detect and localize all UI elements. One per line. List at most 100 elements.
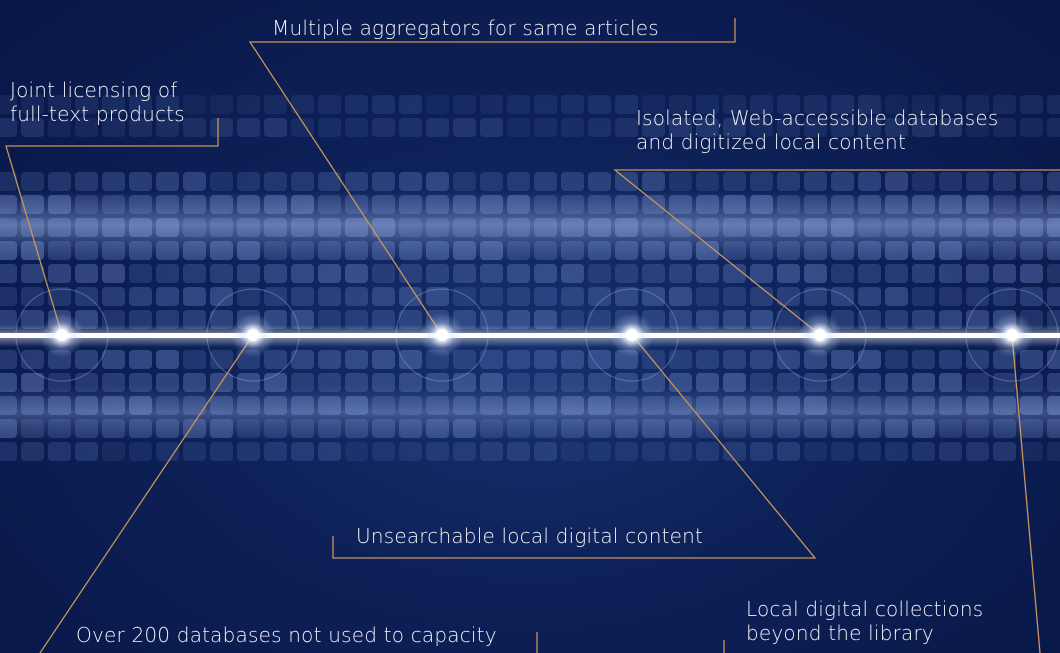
grid-tile <box>588 264 611 283</box>
grid-tile <box>777 287 800 306</box>
grid-tile <box>345 310 368 329</box>
grid-tile <box>858 310 881 329</box>
grid-tile <box>183 95 206 114</box>
grid-tile <box>426 95 449 114</box>
grid-tile <box>426 287 449 306</box>
grid-tile <box>642 95 665 114</box>
callout-line: Over 200 databases not used to capacity <box>76 623 497 647</box>
grid-tile <box>0 118 17 137</box>
grid-tile <box>507 172 530 191</box>
grid-tile <box>831 350 854 369</box>
grid-tile <box>750 350 773 369</box>
grid-tile <box>615 442 638 461</box>
grid-tile <box>804 95 827 114</box>
grid-tile <box>885 264 908 283</box>
grid-tile <box>21 442 44 461</box>
grid-tile <box>696 287 719 306</box>
grid-tile <box>237 95 260 114</box>
grid-tile <box>615 264 638 283</box>
grid-tile <box>75 95 98 114</box>
grid-tile <box>642 264 665 283</box>
grid-tile <box>129 442 152 461</box>
grid-tile <box>318 310 341 329</box>
grid-tile <box>561 287 584 306</box>
grid-tile <box>237 442 260 461</box>
grid-tile <box>318 287 341 306</box>
grid-tile <box>588 442 611 461</box>
grid-tile <box>912 118 935 137</box>
grid-tile <box>669 442 692 461</box>
grid-tile <box>723 264 746 283</box>
grid-tile <box>966 118 989 137</box>
grid-tile <box>48 442 71 461</box>
grid-tile <box>183 172 206 191</box>
grid-tile <box>723 310 746 329</box>
grid-tile <box>858 118 881 137</box>
grid-tile <box>939 350 962 369</box>
grid-tile <box>0 287 17 306</box>
grid-tile <box>75 287 98 306</box>
grid-tile <box>993 442 1016 461</box>
grid-tile <box>480 350 503 369</box>
grid-tile <box>588 310 611 329</box>
grid-tile <box>102 287 125 306</box>
grid-tile <box>237 287 260 306</box>
grid-tile <box>588 350 611 369</box>
grid-tile <box>345 264 368 283</box>
grid-tile <box>453 95 476 114</box>
grid-tile <box>669 350 692 369</box>
grid-tile <box>318 118 341 137</box>
grid-tile <box>966 442 989 461</box>
grid-tile <box>399 95 422 114</box>
grid-tile <box>399 287 422 306</box>
grid-tile <box>210 264 233 283</box>
grid-tile <box>1047 172 1060 191</box>
grid-tile <box>696 442 719 461</box>
grid-tile <box>291 118 314 137</box>
grid-tile <box>291 95 314 114</box>
grid-tile <box>885 350 908 369</box>
grid-tile <box>129 172 152 191</box>
callout-over-200-databases: Over 200 databases not used to capacity <box>76 623 497 647</box>
grid-tile <box>480 287 503 306</box>
grid-tile <box>0 350 17 369</box>
grid-tile <box>669 172 692 191</box>
grid-tile <box>75 442 98 461</box>
grid-tile <box>21 350 44 369</box>
grid-tile <box>183 287 206 306</box>
grid-tile <box>1020 350 1043 369</box>
grid-tile <box>588 287 611 306</box>
grid-tile <box>372 118 395 137</box>
leader-local-collections-node <box>1011 334 1041 653</box>
grid-tile <box>480 172 503 191</box>
grid-tile <box>1020 264 1043 283</box>
grid-tile <box>885 95 908 114</box>
grid-tile <box>129 264 152 283</box>
grid-tile <box>669 264 692 283</box>
grid-tile <box>939 310 962 329</box>
callout-isolated-databases: Isolated, Web-accessible databases and d… <box>636 106 999 154</box>
lower-glow-band <box>0 385 1060 440</box>
grid-tile <box>183 118 206 137</box>
grid-tile <box>129 95 152 114</box>
grid-tile <box>291 310 314 329</box>
grid-tile <box>777 350 800 369</box>
grid-tile <box>291 172 314 191</box>
callout-line: and digitized local content <box>636 130 906 154</box>
grid-tile <box>264 118 287 137</box>
grid-tile <box>453 172 476 191</box>
grid-tile <box>264 264 287 283</box>
grid-tile <box>291 350 314 369</box>
grid-tile <box>561 118 584 137</box>
grid-tile <box>723 95 746 114</box>
grid-tile <box>885 118 908 137</box>
grid-tile <box>480 442 503 461</box>
grid-tile <box>561 442 584 461</box>
grid-tile <box>372 310 395 329</box>
grid-tile <box>507 310 530 329</box>
grid-tile <box>831 287 854 306</box>
grid-tile <box>453 264 476 283</box>
grid-tile <box>993 118 1016 137</box>
grid-tile <box>534 172 557 191</box>
